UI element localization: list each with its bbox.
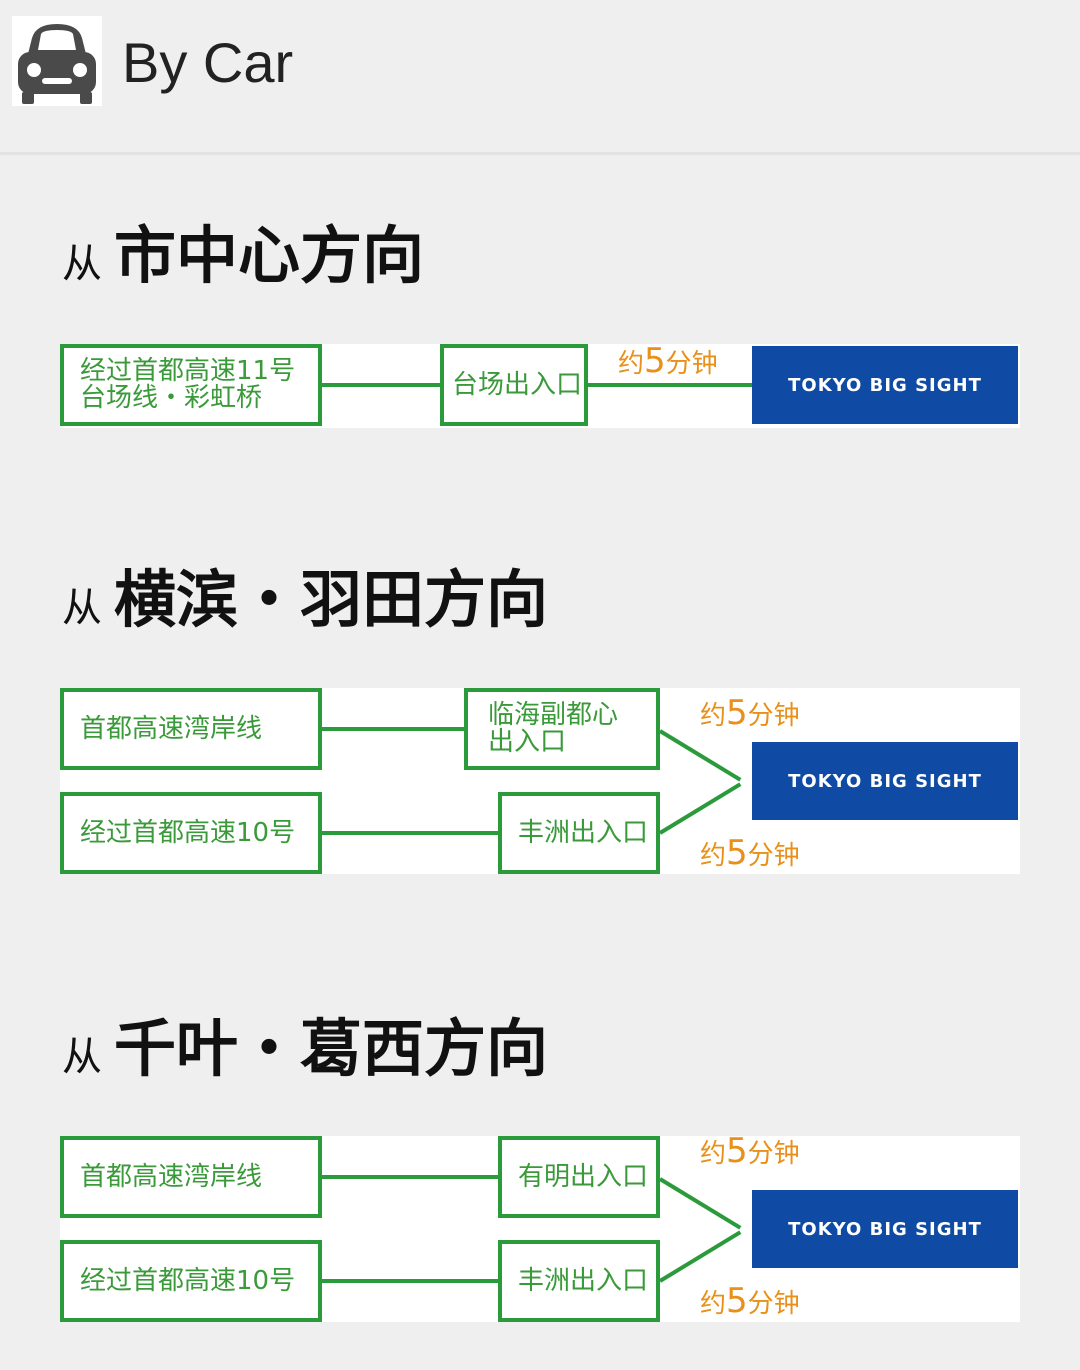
direction-label: 千叶・葛西方向 [114, 1012, 549, 1085]
from-label: 从 [62, 1034, 102, 1080]
exit-label: 有明出入口 [518, 1161, 649, 1192]
highway-label: 经过首都高速10号 [80, 817, 296, 848]
exit-label-line2: 出入口 [488, 727, 567, 757]
car-icon [12, 16, 102, 106]
highway-label: 首都高速湾岸线 [80, 1161, 263, 1192]
time-label: 约5分钟 [700, 833, 800, 873]
tokyo-big-sight-logo: TOKYO BIG SIGHT [752, 742, 1018, 820]
page-header: By Car [0, 0, 1080, 155]
exit-box: 台场出入口 [440, 344, 588, 426]
route-line [322, 1175, 498, 1179]
tokyo-big-sight-logo: TOKYO BIG SIGHT [752, 346, 1018, 424]
highway-box: 经过首都高速11号 台场线・彩虹桥 [60, 344, 322, 426]
merge-line-upper [658, 729, 742, 782]
section-title-city-center: 从市中心方向 [62, 205, 424, 295]
merge-line-lower [658, 1230, 742, 1283]
time-label: 约5分钟 [700, 693, 800, 733]
exit-box: 临海副都心 出入口 [464, 688, 660, 770]
exit-label-line1: 临海副都心 [488, 700, 619, 730]
highway-box: 首都高速湾岸线 [60, 1136, 322, 1218]
route-line [588, 383, 752, 387]
from-label: 从 [62, 241, 102, 287]
time-label: 约5分钟 [700, 1281, 800, 1321]
highway-label: 经过首都高速10号 [80, 1265, 296, 1296]
route-line [322, 383, 440, 387]
route-line [322, 831, 498, 835]
route-diagram-city-center: 经过首都高速11号 台场线・彩虹桥 台场出入口 约5分钟 TOKYO BIG S… [60, 344, 1020, 428]
section-title-chiba-kasai: 从千叶・葛西方向 [62, 998, 548, 1088]
direction-label: 市中心方向 [114, 219, 425, 292]
section-title-yokohama-haneda: 从横滨・羽田方向 [62, 549, 548, 639]
time-label: 约5分钟 [618, 341, 718, 381]
route-line [322, 1279, 498, 1283]
exit-box: 丰洲出入口 [498, 1240, 660, 1322]
route-diagram-chiba-kasai: 首都高速湾岸线 有明出入口 经过首都高速10号 丰洲出入口 约5分钟 约5分钟 … [60, 1131, 1020, 1322]
direction-label: 横滨・羽田方向 [114, 563, 549, 636]
route-line [322, 727, 464, 731]
highway-box: 首都高速湾岸线 [60, 688, 322, 770]
highway-label-line1: 经过首都高速11号 [80, 356, 296, 386]
exit-box: 丰洲出入口 [498, 792, 660, 874]
tokyo-big-sight-logo: TOKYO BIG SIGHT [752, 1190, 1018, 1268]
from-label: 从 [62, 585, 102, 631]
highway-label: 首都高速湾岸线 [80, 713, 263, 744]
time-label: 约5分钟 [700, 1131, 800, 1171]
highway-box: 经过首都高速10号 [60, 792, 322, 874]
route-diagram-yokohama-haneda: 首都高速湾岸线 临海副都心 出入口 经过首都高速10号 丰洲出入口 约5分钟 约… [60, 688, 1020, 874]
page-title: By Car [122, 31, 294, 94]
highway-box: 经过首都高速10号 [60, 1240, 322, 1322]
exit-label: 丰洲出入口 [518, 1265, 649, 1296]
exit-box: 有明出入口 [498, 1136, 660, 1218]
exit-label: 台场出入口 [452, 369, 583, 400]
highway-label-line2: 台场线・彩虹桥 [80, 383, 263, 413]
exit-label: 丰洲出入口 [518, 817, 649, 848]
merge-line-lower [658, 782, 742, 835]
merge-line-upper [658, 1177, 742, 1230]
